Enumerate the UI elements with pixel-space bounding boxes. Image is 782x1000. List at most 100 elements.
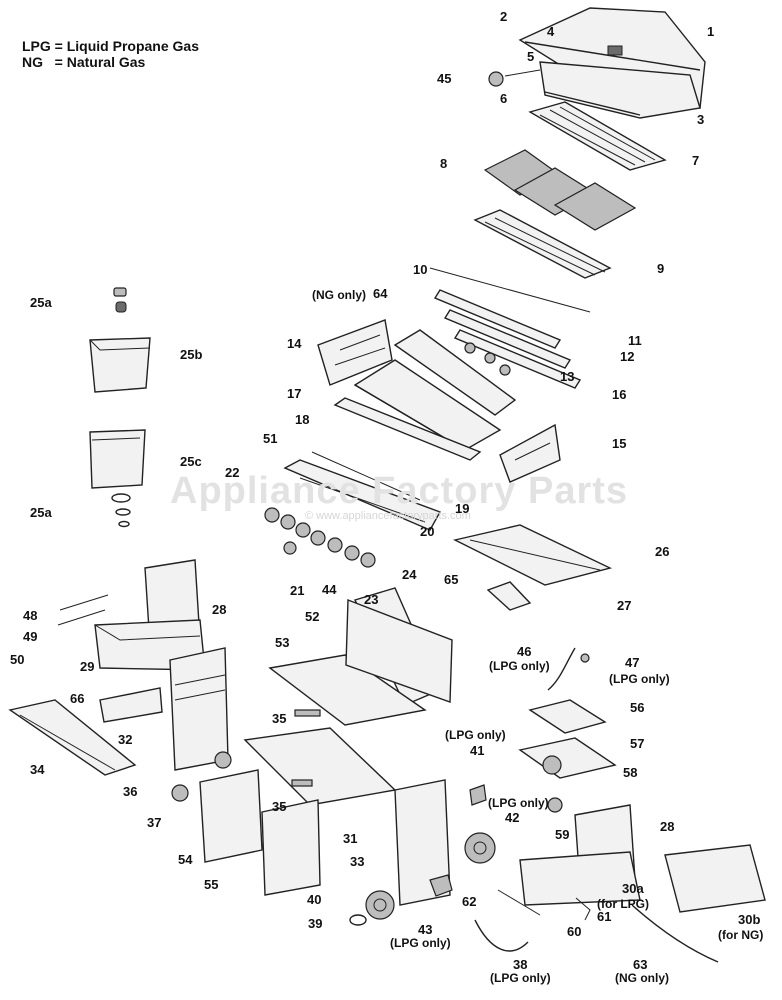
label-part-50: 50: [10, 652, 25, 667]
side-shelves: [57, 559, 766, 913]
label-part-60: 60: [567, 924, 582, 939]
note-part-63: (NG only): [615, 971, 669, 985]
label-part-40: 40: [307, 892, 322, 907]
note-part-38: (LPG only): [490, 971, 551, 985]
label-part-51: 51: [263, 431, 278, 446]
label-part-15: 15: [612, 436, 627, 451]
note-part-64: (NG only): [312, 288, 366, 302]
label-part-62: 62: [462, 894, 477, 909]
label-part-53: 53: [275, 635, 290, 650]
label-part-1: 1: [707, 24, 715, 39]
label-part-44: 44: [322, 582, 337, 597]
label-part-63: 63: [633, 957, 648, 972]
label-part-61: 61: [597, 909, 612, 924]
label-part-21: 21: [290, 583, 305, 598]
label-part-35-bottom: 35: [272, 799, 287, 814]
bottom-tray: [452, 524, 613, 611]
label-part-34: 34: [30, 762, 45, 777]
label-part-8: 8: [440, 156, 448, 171]
doors: [199, 598, 453, 896]
legend-ng: NG = Natural Gas: [22, 54, 146, 70]
label-part-43: 43: [418, 922, 433, 937]
label-part-49: 49: [23, 629, 38, 644]
label-part-25b: 25b: [180, 347, 203, 362]
label-part-9: 9: [657, 261, 665, 276]
label-part-56: 56: [630, 700, 645, 715]
label-part-23: 23: [364, 592, 379, 607]
label-part-47: 47: [625, 655, 640, 670]
label-part-37: 37: [147, 815, 162, 830]
side-burner-parts: [429, 647, 719, 963]
label-part-25c: 25c: [180, 454, 202, 469]
note-part-46: (LPG only): [489, 659, 550, 673]
wheels-and-casters: [171, 751, 496, 926]
label-part-3: 3: [697, 112, 705, 127]
label-part-26: 26: [655, 544, 670, 559]
label-part-65: 65: [444, 572, 459, 587]
side-frames: [317, 319, 561, 483]
label-part-25a-top: 25a: [30, 295, 52, 310]
label-part-55: 55: [204, 877, 219, 892]
manifold-and-control-panel: [264, 451, 442, 568]
warming-rack-and-grates: [483, 101, 667, 231]
label-part-38: 38: [513, 957, 528, 972]
label-part-41: 41: [470, 743, 485, 758]
label-part-11: 11: [628, 333, 642, 348]
watermark: Appliance Factory Parts: [170, 470, 629, 512]
label-part-27: 27: [617, 598, 632, 613]
label-part-12: 12: [620, 349, 635, 364]
label-part-48: 48: [23, 608, 38, 623]
burner-tubes: [429, 267, 591, 389]
label-part-28-left: 28: [212, 602, 227, 617]
label-part-22: 22: [225, 465, 240, 480]
label-part-57: 57: [630, 736, 645, 751]
label-part-31: 31: [343, 831, 358, 846]
label-part-66: 66: [70, 691, 85, 706]
label-part-58: 58: [623, 765, 638, 780]
label-part-59: 59: [555, 827, 570, 842]
label-part-54: 54: [178, 852, 193, 867]
label-part-2: 2: [500, 9, 508, 24]
label-part-30b: 30b: [738, 912, 761, 927]
label-part-25a-bottom: 25a: [30, 505, 52, 520]
label-part-39: 39: [308, 916, 323, 931]
label-part-28-right: 28: [660, 819, 675, 834]
label-part-30a: 30a: [622, 881, 644, 896]
legend-lpg: LPG = Liquid Propane Gas: [22, 38, 199, 54]
note-part-42: (LPG only): [488, 796, 549, 810]
label-part-16: 16: [612, 387, 627, 402]
label-part-6: 6: [500, 91, 508, 106]
label-part-13: 13: [560, 369, 575, 384]
label-part-10: 10: [413, 262, 428, 277]
flavorizer-bars: [473, 209, 612, 279]
watermark-url: © www.appliancefactoryparts.com: [305, 510, 471, 522]
note-part-30a: (for LPG): [597, 897, 649, 911]
label-part-29: 29: [80, 659, 95, 674]
label-part-17: 17: [287, 386, 302, 401]
label-part-32: 32: [118, 732, 133, 747]
label-part-42: 42: [505, 810, 520, 825]
note-part-30b: (for NG): [718, 928, 764, 942]
note-part-41: (LPG only): [445, 728, 506, 742]
label-part-36: 36: [123, 784, 138, 799]
catch-pan-set: [89, 287, 151, 528]
note-part-47: (LPG only): [609, 672, 670, 686]
label-part-64: 64: [373, 286, 388, 301]
label-part-7: 7: [692, 153, 700, 168]
label-part-5: 5: [527, 49, 535, 64]
label-part-45: 45: [437, 71, 452, 86]
label-part-19: 19: [455, 501, 470, 516]
note-part-43: (LPG only): [390, 936, 451, 950]
label-part-4: 4: [547, 24, 555, 39]
cart-frame: [8, 587, 451, 906]
label-part-33: 33: [350, 854, 365, 869]
label-part-20: 20: [420, 524, 435, 539]
label-part-46: 46: [517, 644, 532, 659]
label-part-14: 14: [287, 336, 302, 351]
lid-assembly: [488, 7, 706, 119]
cookbox: [333, 329, 517, 461]
label-part-35-top: 35: [272, 711, 287, 726]
label-part-24: 24: [402, 567, 417, 582]
